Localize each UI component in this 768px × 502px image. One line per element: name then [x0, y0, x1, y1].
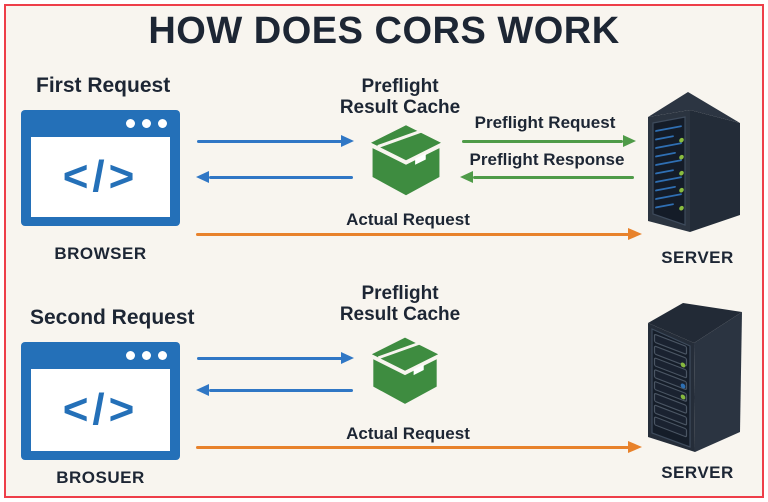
arrow-left-icon — [460, 171, 473, 183]
preflight-response-label: Preflight Response — [469, 150, 625, 169]
window-dot-icon — [126, 119, 135, 128]
server-icon — [648, 303, 742, 452]
arrow-browser-to-cache — [197, 140, 343, 143]
second-request-heading: Second Request — [30, 306, 195, 329]
arrow-left-icon — [196, 171, 209, 183]
preflight-result-cache-title: Preflight Result Cache — [300, 76, 500, 118]
arrow-right-icon — [623, 135, 636, 147]
arrow-actual-request — [196, 233, 629, 236]
actual-request-label: Actual Request — [346, 210, 470, 229]
arrow-right-icon — [628, 441, 642, 453]
arrow-browser-to-cache — [197, 357, 343, 360]
browser-window-dots-icon — [126, 119, 167, 128]
arrow-cache-to-browser — [209, 176, 353, 179]
browser-viewport: </> — [31, 369, 170, 451]
cache-title-line1: Preflight — [361, 283, 439, 304]
arrow-preflight-request — [462, 140, 623, 143]
code-icon: </> — [62, 152, 139, 201]
cache-title-line1: Preflight — [361, 76, 439, 97]
cache-title-line2: Result Cache — [339, 97, 461, 118]
arrow-actual-request — [196, 446, 629, 449]
cache-box-icon — [371, 337, 439, 404]
window-dot-icon — [158, 351, 167, 360]
page-title: HOW DOES CORS WORK — [148, 10, 620, 52]
window-dot-icon — [158, 119, 167, 128]
arrow-preflight-response — [473, 176, 634, 179]
server-label: SERVER — [661, 248, 734, 267]
actual-request-label: Actual Request — [346, 424, 470, 443]
server-icon — [648, 92, 740, 232]
browser-window-dots-icon — [126, 351, 167, 360]
first-request-heading: First Request — [36, 74, 171, 97]
cache-title-line2: Result Cache — [339, 304, 461, 325]
preflight-request-label: Preflight Request — [474, 113, 616, 132]
window-dot-icon — [142, 351, 151, 360]
arrow-right-icon — [628, 228, 642, 240]
arrow-right-icon — [341, 352, 354, 364]
arrow-right-icon — [341, 135, 354, 147]
window-dot-icon — [126, 351, 135, 360]
preflight-result-cache-title: Preflight Result Cache — [300, 283, 500, 325]
window-dot-icon — [142, 119, 151, 128]
arrow-cache-to-browser — [209, 389, 353, 392]
server-label: SERVER — [661, 463, 734, 482]
cache-box-icon — [371, 125, 441, 196]
browser-icon: </> — [21, 342, 180, 460]
browser-viewport: </> — [31, 137, 170, 217]
browser-label: BROWSER — [54, 244, 147, 263]
browser-icon: </> — [21, 110, 180, 226]
browser-label: BROSUER — [56, 468, 145, 487]
arrow-left-icon — [196, 384, 209, 396]
code-icon: </> — [62, 385, 139, 434]
